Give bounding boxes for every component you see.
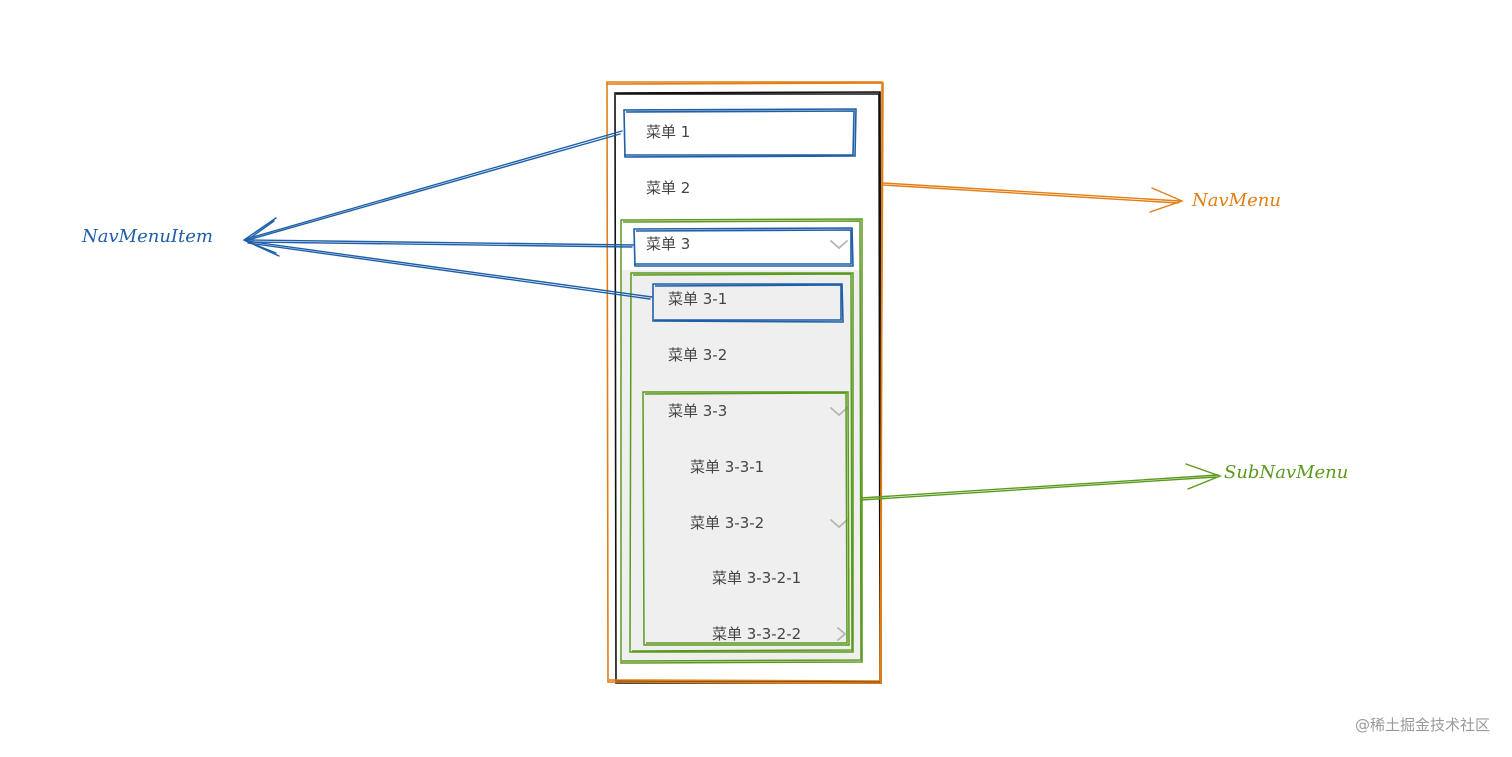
- menu-item[interactable]: 菜单 3-1: [668, 290, 728, 309]
- menu-item[interactable]: 菜单 3-3-1: [690, 457, 765, 476]
- menu-item[interactable]: 菜单 3-3: [668, 402, 728, 420]
- menu-item[interactable]: 菜单 1: [646, 123, 691, 141]
- navmenuitem-label: NavMenuItem: [82, 226, 213, 247]
- menu-item[interactable]: 菜单 3: [646, 234, 691, 253]
- navmenuitem-box-1: [623, 108, 857, 158]
- navmenu-arrow: [882, 182, 1184, 213]
- sub-nav-menu-panel: [622, 270, 862, 662]
- chevron-down-icon[interactable]: [828, 404, 850, 418]
- menu-item[interactable]: 菜单 3-3-2-1: [712, 569, 802, 588]
- subnavmenu-arrow: [860, 463, 1222, 501]
- subnavmenu-boundary-level2: [629, 272, 854, 653]
- navmenuitem-box-3-1: [652, 283, 844, 323]
- menu-frame: [614, 91, 882, 684]
- subnavmenu-boundary-level3: [642, 391, 850, 646]
- subnavmenu-boundary-level1: [620, 218, 863, 664]
- navmenu-label: NavMenu: [1192, 190, 1281, 211]
- watermark: @稀土掘金技术社区: [1354, 716, 1490, 734]
- subnavmenu-label: SubNavMenu: [1224, 462, 1349, 483]
- menu-item[interactable]: 菜单 3-3-2-2: [712, 625, 802, 644]
- navmenuitem-arrows: [242, 130, 653, 300]
- navmenuitem-box-3: [633, 227, 854, 267]
- menu-item[interactable]: 菜单 3-2: [668, 346, 728, 365]
- chevron-down-icon[interactable]: [828, 516, 850, 530]
- chevron-down-icon[interactable]: [828, 237, 850, 251]
- menu-item[interactable]: 菜单 2: [646, 178, 691, 197]
- menu-item[interactable]: 菜单 3-3-2: [690, 513, 765, 532]
- navmenu-boundary: [605, 81, 884, 684]
- chevron-right-icon[interactable]: [832, 627, 854, 642]
